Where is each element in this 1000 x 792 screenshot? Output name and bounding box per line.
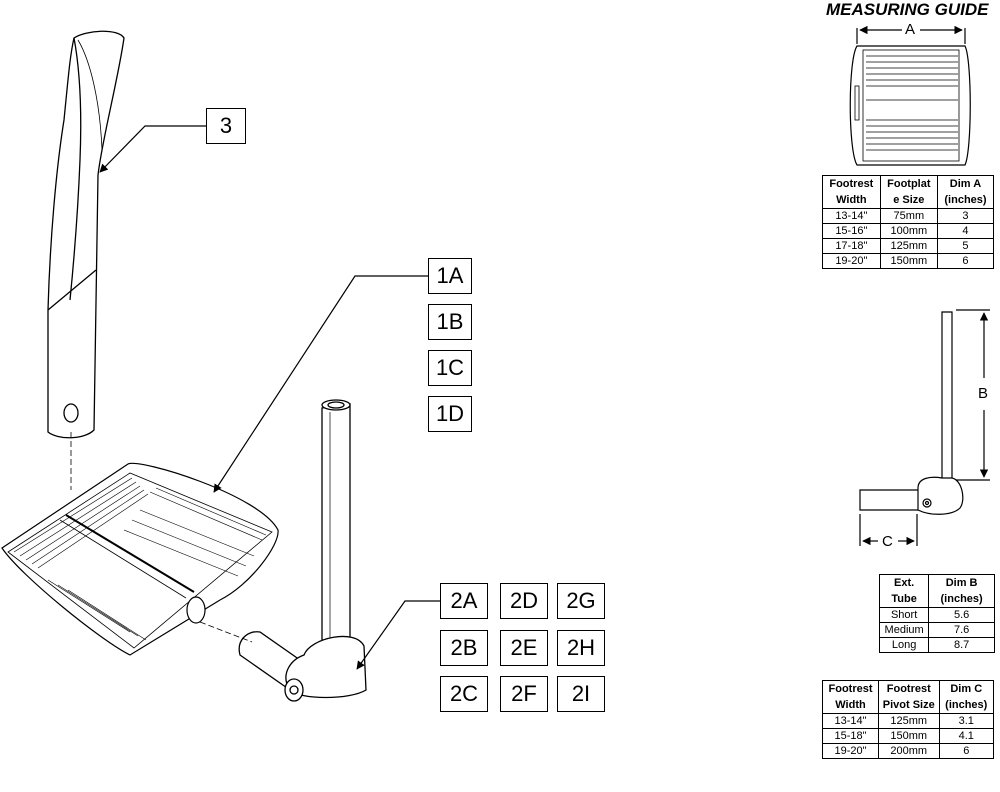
table-header-row: Footrest Width Footrest Pivot Size Dim C… <box>822 680 995 714</box>
table-cell: 7.6 <box>928 622 995 638</box>
table-cell: 150mm <box>878 728 940 744</box>
table-row: Short 5.6 <box>878 607 995 623</box>
table-row: 19-20" 150mm 6 <box>822 253 995 269</box>
table-cell: Long <box>878 637 930 653</box>
table-cell: 150mm <box>879 253 938 269</box>
dim-a-table: Footrest Width Footplat e Size Dim A (in… <box>822 175 995 269</box>
table-row: Long 8.7 <box>878 637 995 653</box>
table-header: Footplat e Size <box>879 175 938 209</box>
table-cell: 17-18" <box>822 238 881 254</box>
table-row: 19-20" 200mm 6 <box>822 743 995 759</box>
footplate <box>1 462 279 656</box>
table-row: 13-14" 125mm 3.1 <box>822 713 995 729</box>
alignment-line-2 <box>199 621 253 643</box>
table-row: 15-18" 150mm 4.1 <box>822 728 995 744</box>
table-cell: 5 <box>936 238 995 254</box>
table-cell: 8.7 <box>928 637 995 653</box>
table-header: Footrest Width <box>822 175 881 209</box>
dim-a-label: A <box>903 21 918 38</box>
table-cell: 13-14" <box>822 713 879 729</box>
table-cell: 3 <box>936 208 995 224</box>
callout-2I: 2I <box>557 676 605 712</box>
dim-b-table: Ext. Tube Dim B (inches) Short 5.6 Mediu… <box>878 574 995 653</box>
table-cell: 75mm <box>879 208 938 224</box>
callout-1A: 1A <box>428 258 472 294</box>
table-cell: 125mm <box>878 713 940 729</box>
table-row: 13-14" 75mm 3 <box>822 208 995 224</box>
pivot-assembly <box>238 399 367 702</box>
table-cell: 15-18" <box>822 728 879 744</box>
table-cell: 4.1 <box>938 728 995 744</box>
callout-2D: 2D <box>500 583 548 619</box>
table-cell: 100mm <box>879 223 938 239</box>
table-cell: 3.1 <box>938 713 995 729</box>
callout-2A: 2A <box>440 583 488 619</box>
table-header: Ext. Tube <box>878 574 930 608</box>
table-cell: 125mm <box>879 238 938 254</box>
callout-2B: 2B <box>440 630 488 666</box>
table-row: 15-16" 100mm 4 <box>822 223 995 239</box>
leader-lines <box>99 125 440 670</box>
table-row: 17-18" 125mm 5 <box>822 238 995 254</box>
measuring-guide-title: MEASURING GUIDE <box>826 0 989 19</box>
table-header: Footrest Pivot Size <box>878 680 940 714</box>
table-cell: Medium <box>878 622 930 638</box>
callout-2E: 2E <box>500 630 548 666</box>
callout-1D: 1D <box>428 396 472 432</box>
dim-c-label: C <box>880 533 895 550</box>
table-cell: 13-14" <box>822 208 881 224</box>
table-row: Medium 7.6 <box>878 622 995 638</box>
table-cell: 19-20" <box>822 743 879 759</box>
callout-2H: 2H <box>557 630 605 666</box>
table-cell: 4 <box>936 223 995 239</box>
table-header-row: Ext. Tube Dim B (inches) <box>878 574 995 608</box>
guide-pivot-view <box>859 309 990 546</box>
callout-2C: 2C <box>440 676 488 712</box>
dim-c-table: Footrest Width Footrest Pivot Size Dim C… <box>822 680 995 759</box>
callout-1C: 1C <box>428 350 472 386</box>
table-cell: 200mm <box>878 743 940 759</box>
dim-b-label: B <box>976 385 991 402</box>
heel-loop-strap <box>47 30 125 439</box>
table-cell: 19-20" <box>822 253 881 269</box>
guide-footplate-view <box>849 25 971 166</box>
table-cell: 6 <box>936 253 995 269</box>
table-header: Footrest Width <box>822 680 879 714</box>
table-header: Dim C (inches) <box>938 680 995 714</box>
table-cell: 5.6 <box>928 607 995 623</box>
callout-2G: 2G <box>557 583 605 619</box>
table-cell: 15-16" <box>822 223 881 239</box>
table-cell: 6 <box>938 743 995 759</box>
callout-1B: 1B <box>428 304 472 340</box>
table-header: Dim B (inches) <box>928 574 995 608</box>
callout-2F: 2F <box>500 676 548 712</box>
callout-3: 3 <box>206 108 246 144</box>
table-cell: Short <box>878 607 930 623</box>
table-header-row: Footrest Width Footplat e Size Dim A (in… <box>822 175 995 209</box>
table-header: Dim A (inches) <box>936 175 995 209</box>
